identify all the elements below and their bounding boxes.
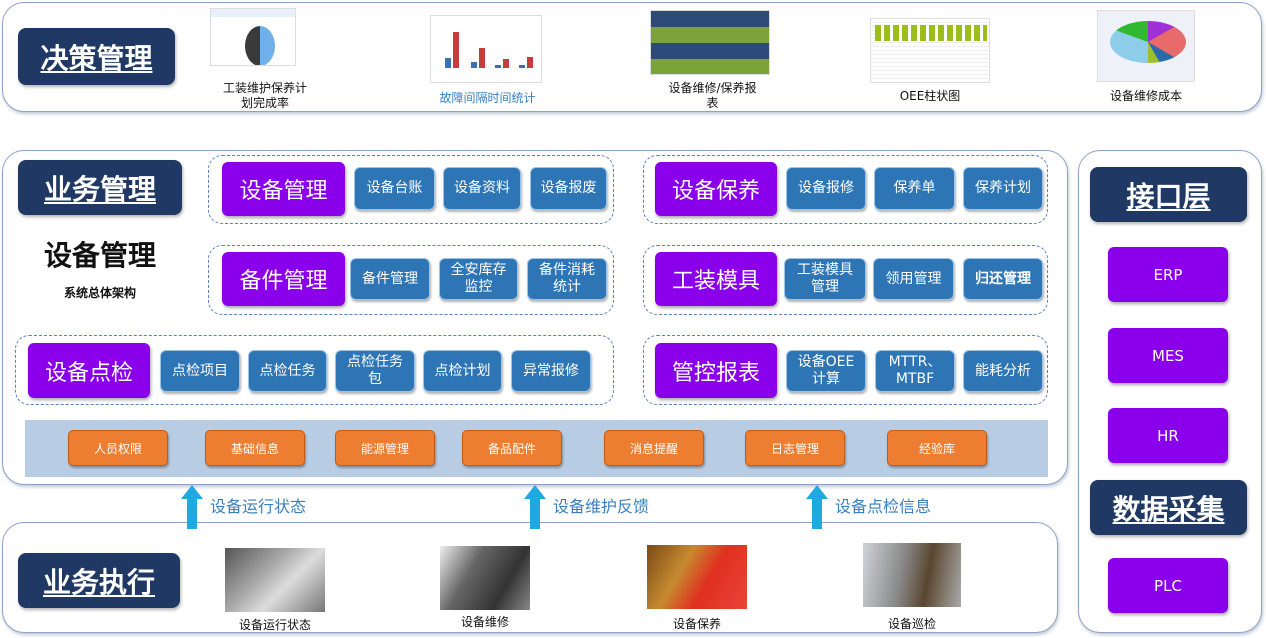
thumb-caption: OEE柱状图	[899, 89, 961, 103]
group-spare-parts	[208, 245, 614, 315]
base-user-permissions[interactable]: 人员权限	[68, 430, 168, 466]
btn-equipment-ledger[interactable]: 设备台账	[354, 167, 435, 210]
base-basic-info[interactable]: 基础信息	[205, 430, 305, 466]
group-inspection	[15, 335, 614, 405]
module-control-reports[interactable]: 管控报表	[655, 343, 777, 398]
photo-caption: 设备保养	[672, 617, 721, 631]
photo-caption: 设备维修	[460, 615, 509, 629]
btn-parts-consumption[interactable]: 备件消耗统计	[527, 258, 607, 300]
up-arrow-icon	[181, 485, 203, 529]
base-spare-parts[interactable]: 备品配件	[462, 430, 562, 466]
system-subtitle: 系统总体架构	[63, 286, 136, 300]
module-spare-parts[interactable]: 备件管理	[222, 252, 345, 306]
group-tooling	[643, 245, 1048, 315]
decision-panel	[2, 2, 1262, 112]
interface-panel	[1078, 150, 1262, 633]
btn-inspection-tasks[interactable]: 点检任务	[248, 350, 327, 392]
equipment-patrol-photo	[863, 543, 961, 607]
btn-equipment-scrap[interactable]: 设备报废	[530, 167, 607, 210]
module-tooling[interactable]: 工装模具	[655, 252, 777, 306]
flow-label: 设备点检信息	[835, 497, 932, 516]
collection-label: 数据采集	[1090, 480, 1247, 535]
fault-interval-chart-thumb	[430, 15, 542, 83]
up-arrow-icon	[806, 485, 828, 529]
btn-inspection-task-package[interactable]: 点检任务包	[335, 350, 415, 392]
group-equipment-maintenance	[643, 155, 1048, 224]
btn-return-management[interactable]: 归还管理	[963, 258, 1043, 300]
flow-label: 设备维护反馈	[553, 497, 650, 516]
module-inspection[interactable]: 设备点检	[28, 343, 150, 398]
maintenance-report-thumb	[650, 10, 770, 75]
maintenance-cost-pie-thumb	[1097, 10, 1195, 82]
equipment-running-photo	[225, 548, 325, 612]
interface-erp[interactable]: ERP	[1108, 247, 1228, 302]
oee-bar-chart-thumb	[870, 18, 990, 83]
btn-mttr-mtbf[interactable]: MTTR、MTBF	[875, 350, 955, 392]
base-notifications[interactable]: 消息提醒	[604, 430, 704, 466]
thumb-caption: 设备维修成本	[1109, 89, 1182, 103]
btn-tooling-management[interactable]: 工装模具管理	[784, 258, 866, 300]
flow-label: 设备运行状态	[210, 497, 307, 516]
btn-equipment-docs[interactable]: 设备资料	[443, 167, 521, 210]
thumb-caption: 故障间隔时间统计	[439, 91, 536, 105]
decision-label: 决策管理	[18, 28, 175, 85]
btn-inspection-items[interactable]: 点检项目	[160, 350, 240, 392]
system-title: 设备管理	[43, 239, 156, 272]
thumb-caption: 设备维修/保养报表	[668, 81, 757, 110]
interface-mes[interactable]: MES	[1108, 328, 1228, 383]
module-equipment-management[interactable]: 设备管理	[222, 162, 345, 216]
btn-inventory-monitor[interactable]: 全安库存监控	[439, 258, 518, 300]
execution-label: 业务执行	[18, 553, 180, 608]
interface-label: 接口层	[1090, 167, 1247, 222]
module-equipment-maintenance[interactable]: 设备保养	[655, 162, 777, 216]
photo-caption: 设备运行状态	[238, 618, 311, 632]
btn-anomaly-report[interactable]: 异常报修	[511, 350, 591, 392]
base-knowledge-base[interactable]: 经验库	[887, 430, 987, 466]
business-label: 业务管理	[18, 160, 182, 215]
btn-energy-analysis[interactable]: 能耗分析	[963, 350, 1043, 392]
base-energy-management[interactable]: 能源管理	[335, 430, 435, 466]
btn-maintenance-order[interactable]: 保养单	[874, 167, 955, 210]
up-arrow-icon	[524, 485, 546, 529]
interface-hr[interactable]: HR	[1108, 408, 1228, 463]
thumb-caption: 工装维护保养计划完成率	[222, 81, 307, 110]
btn-spare-parts-management[interactable]: 备件管理	[350, 258, 430, 300]
equipment-maintenance-photo	[647, 545, 747, 609]
btn-checkout-management[interactable]: 领用管理	[873, 258, 954, 300]
base-log-management[interactable]: 日志管理	[745, 430, 845, 466]
btn-oee-calculation[interactable]: 设备OEE计算	[786, 350, 866, 392]
photo-caption: 设备巡检	[887, 617, 936, 631]
equipment-repair-photo	[440, 546, 530, 610]
group-equipment-management	[208, 155, 614, 224]
group-control-reports	[643, 335, 1048, 405]
btn-inspection-plan[interactable]: 点检计划	[423, 350, 502, 392]
collection-plc[interactable]: PLC	[1108, 558, 1228, 613]
btn-maintenance-plan[interactable]: 保养计划	[963, 167, 1043, 210]
plan-completion-pie-thumb	[210, 8, 296, 66]
btn-repair-request[interactable]: 设备报修	[786, 167, 866, 210]
